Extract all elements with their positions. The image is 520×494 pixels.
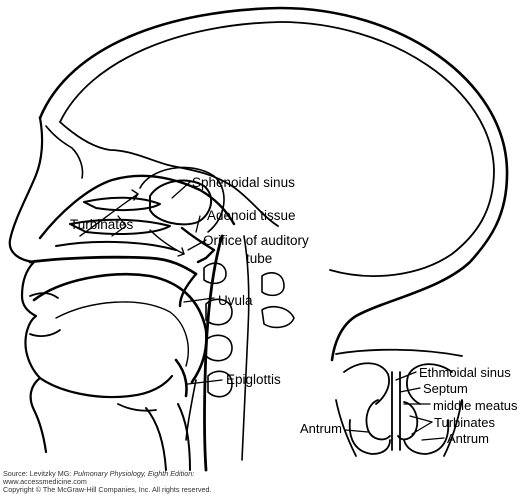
tongue-inner	[55, 301, 189, 367]
epiglottis-flap	[174, 358, 188, 398]
cervical-vertebrae	[203, 262, 295, 398]
label-sphenoidal-sinus: Sphenoidal sinus	[192, 175, 295, 190]
lip-upper	[29, 292, 59, 299]
airflow-arrows	[79, 189, 185, 257]
copyright-credit: Copyright © The McGraw-Hill Companies, I…	[3, 485, 212, 494]
website-credit: www.accessmedicine.com	[3, 477, 87, 486]
hyoid	[117, 403, 157, 412]
label-antrum-left: Antrum	[300, 421, 342, 436]
label-epiglottis: Epiglottis	[226, 372, 281, 387]
source-credit: Source: Levitzky MG: Pulmonary Physiolog…	[3, 469, 194, 478]
label-turbinates-inset: Turbinates	[434, 415, 495, 430]
mandible	[38, 374, 174, 399]
leader-lines	[111, 181, 445, 441]
skull-inner-outline	[59, 21, 495, 277]
label-adenoid-tissue: Adenoid tissue	[207, 208, 296, 223]
face-profile	[8, 116, 48, 454]
frontal-sinus	[45, 125, 84, 179]
label-orifice-auditory-line2: tube	[246, 251, 272, 266]
larynx	[145, 403, 191, 471]
label-ethmoidal-sinus: Ethmoidal sinus	[419, 365, 511, 380]
cranial-floor	[59, 121, 279, 227]
coronal-section-inset	[335, 348, 463, 457]
pharynx-posterior-wall	[203, 234, 224, 472]
label-turbinates: Turbinates	[70, 217, 134, 232]
label-uvula: Uvula	[218, 293, 253, 308]
inferior-turbinate	[55, 240, 177, 251]
lip-lower	[29, 329, 61, 337]
source-title: Pulmonary Physiology, Eighth Edition:	[73, 469, 195, 478]
sphenoid-body	[139, 166, 225, 233]
nasal-cavity-roof	[38, 174, 236, 240]
label-septum: Septum	[423, 381, 468, 396]
superior-turbinate	[83, 196, 161, 212]
source-prefix: Source: Levitzky MG:	[3, 469, 74, 478]
middle-turbinate	[69, 218, 171, 235]
label-middle-meatus: middle meatus	[433, 398, 518, 413]
hard-palate	[28, 255, 198, 276]
label-orifice-auditory-line1: Orifice of auditory	[203, 233, 309, 248]
label-antrum-right: Antrum	[447, 431, 489, 446]
skull-outline	[38, 6, 509, 362]
spinal-column-curve	[241, 235, 250, 461]
sphenoidal-sinus-cavity	[149, 179, 213, 226]
